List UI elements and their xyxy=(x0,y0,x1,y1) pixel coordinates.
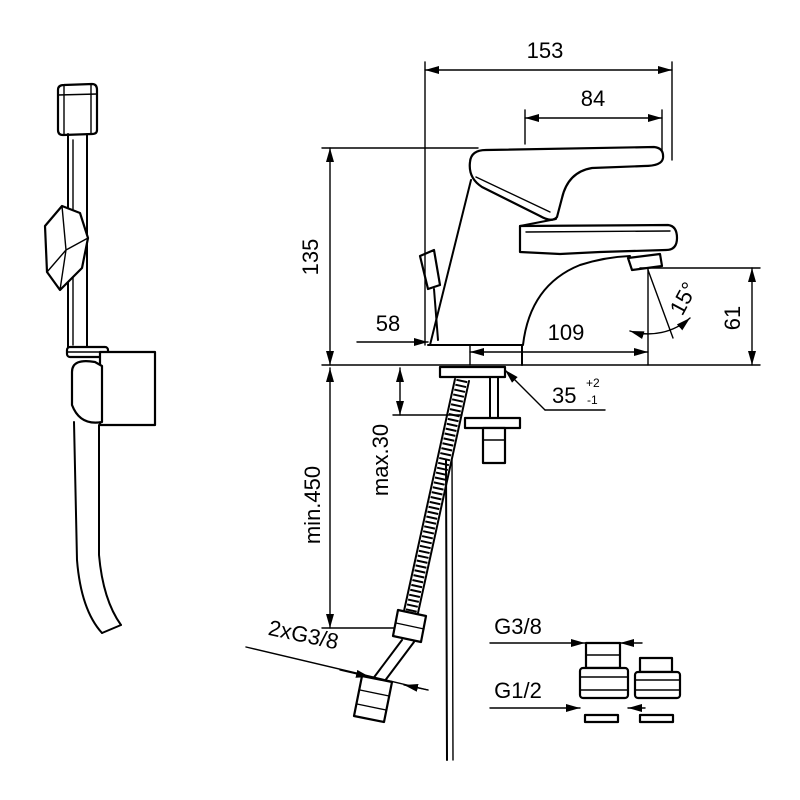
dimension-153: 153 xyxy=(424,38,673,346)
thread-small-label: G3/8 xyxy=(494,614,542,639)
dimension-35: 35 +2 -1 xyxy=(504,369,606,411)
fixing-nut xyxy=(481,426,507,465)
faucet-drawing xyxy=(418,145,679,366)
dimension-84: 84 xyxy=(524,86,663,151)
max-thickness-label: max.30 xyxy=(368,424,393,496)
fixing-plate xyxy=(463,416,522,430)
dimension-153-label: 153 xyxy=(527,38,564,63)
dimension-109: 109 xyxy=(469,267,649,366)
shower-cap xyxy=(56,82,99,137)
dimension-135-label: 135 xyxy=(298,239,323,276)
dimension-35-label: 35 xyxy=(552,383,576,408)
washer-right xyxy=(638,713,675,724)
popup-knob xyxy=(418,248,442,341)
washer-left xyxy=(583,713,620,724)
popup-rod xyxy=(445,459,454,761)
dimension-84-label: 84 xyxy=(581,86,605,111)
thread-large-label: G1/2 xyxy=(494,678,542,703)
dimension-109-label: 109 xyxy=(548,320,585,345)
dimension-61-label: 61 xyxy=(720,306,745,330)
mounting-hardware xyxy=(438,365,522,465)
dimension-angle-15: 15° xyxy=(629,269,703,340)
shower-hose xyxy=(73,421,122,634)
hose-fitting-lower xyxy=(352,674,394,724)
shower-valve-knob xyxy=(43,204,90,292)
hose-nut-upper xyxy=(391,608,428,644)
dimension-min-450: min.450 xyxy=(300,367,411,629)
aerator xyxy=(626,252,664,272)
dimension-58-label: 58 xyxy=(376,311,400,336)
shower-holder-bracket xyxy=(70,350,157,427)
dimension-58: 58 xyxy=(356,311,429,346)
fitting-assembled xyxy=(578,641,630,700)
faucet-lever xyxy=(468,145,665,221)
angle-label: 15° xyxy=(665,278,703,319)
adapter-fittings: G3/8 G1/2 xyxy=(489,614,682,724)
hand-shower-drawing xyxy=(43,82,157,634)
faucet-base xyxy=(427,344,523,366)
threaded-shank xyxy=(438,365,507,379)
dimension-35-upper-tolerance: +2 xyxy=(586,376,600,390)
braided-hose xyxy=(352,378,470,724)
fitting-separate xyxy=(633,656,682,700)
dimension-61: 61 xyxy=(639,267,761,366)
dimension-135: 135 xyxy=(298,147,761,366)
min-depth-label: min.450 xyxy=(300,466,325,544)
faucet-spout xyxy=(518,223,679,256)
dimension-35-lower-tolerance: -1 xyxy=(587,393,598,407)
